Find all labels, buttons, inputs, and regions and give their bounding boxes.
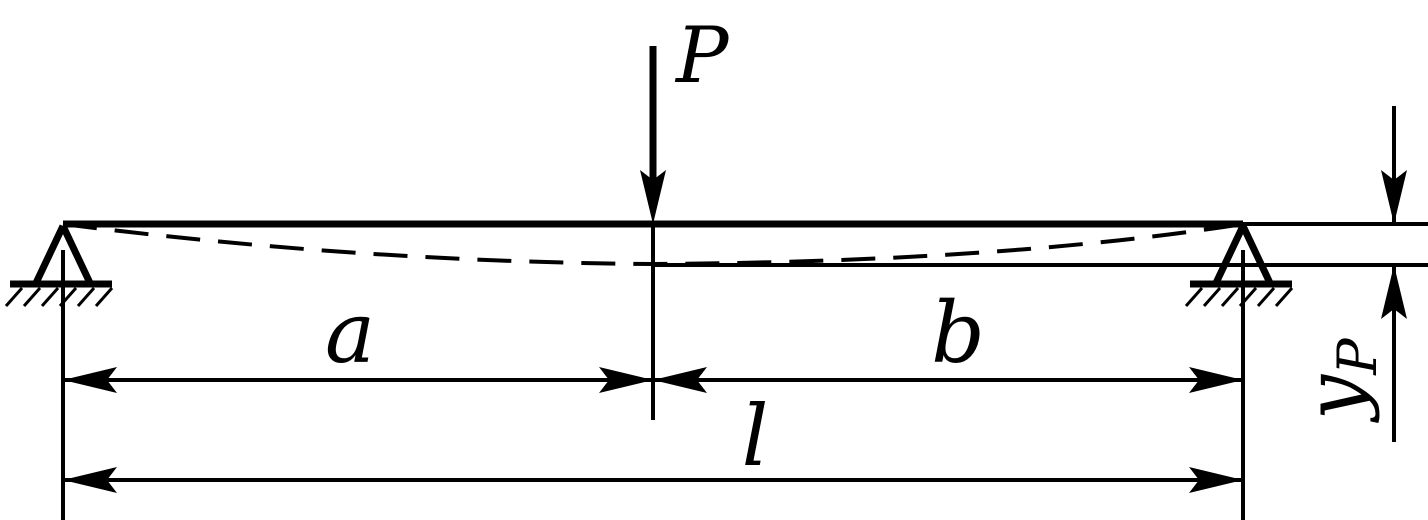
deflection-label-subscript: P bbox=[1326, 337, 1389, 376]
load-label: P bbox=[674, 11, 730, 101]
dimension-l-label: l bbox=[742, 387, 769, 485]
dimension-l bbox=[63, 467, 1243, 493]
left-pin-support bbox=[4, 224, 114, 307]
dimension-b bbox=[653, 367, 1243, 393]
load-arrow bbox=[640, 46, 666, 224]
deflection-dimension bbox=[1381, 106, 1407, 442]
deflection-label: yP bbox=[1288, 337, 1389, 423]
dimension-a bbox=[63, 367, 653, 393]
dimension-a-label: a bbox=[325, 284, 375, 382]
dimension-b-label: b bbox=[931, 284, 985, 382]
deflection-label-main: y bbox=[1288, 373, 1381, 423]
